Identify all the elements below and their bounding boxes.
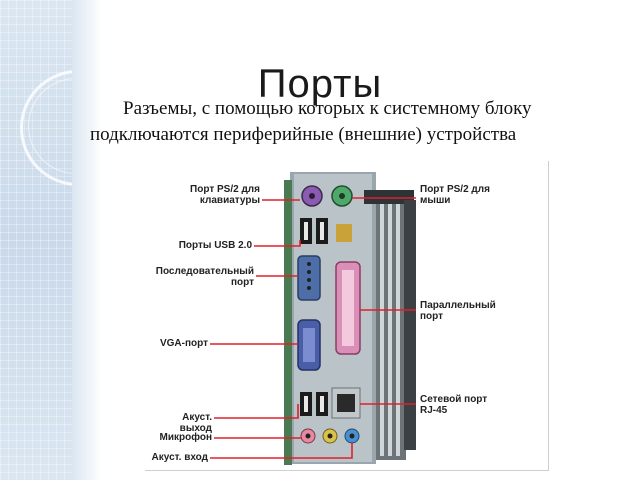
leader-lines	[210, 197, 416, 459]
ports-figure: Порт PS/2 для клавиатуры Порт PS/2 для м…	[144, 160, 548, 470]
decorative-fade	[72, 0, 102, 480]
decorative-side-strip	[0, 0, 72, 480]
label-serial: Последовательный порт	[155, 266, 254, 288]
capacitor	[336, 224, 352, 242]
slide-subtitle: Разъемы, с помощью которых к системному …	[90, 96, 610, 148]
label-ps2-mouse: Порт PS/2 для мыши	[420, 184, 490, 206]
label-vga: VGA-порт	[159, 338, 208, 349]
heatsink	[364, 190, 416, 460]
subtitle-line-1: Разъемы, с помощью которых к системному …	[123, 98, 532, 119]
label-usb: Порты USB 2.0	[178, 240, 252, 251]
label-microphone: Микрофон	[159, 432, 212, 443]
vga-port	[297, 319, 321, 371]
slide-title: Порты	[257, 62, 383, 106]
usb-ports	[300, 218, 328, 244]
serial-port	[297, 255, 321, 301]
subtitle-line-2: подключаются периферийные (внешние) устр…	[90, 124, 517, 145]
parallel-port	[335, 261, 361, 355]
label-parallel: Параллельный порт	[420, 300, 496, 322]
label-ps2-keyboard: Порт PS/2 для клавиатуры	[190, 184, 260, 206]
label-audio-out: Акуст. выход	[179, 412, 212, 434]
label-network: Сетевой порт RJ-45	[420, 394, 488, 416]
usb-ports-lower	[300, 392, 328, 416]
pcb-edge	[284, 180, 292, 465]
network-port	[331, 387, 361, 419]
label-audio-in: Акуст. вход	[151, 452, 208, 463]
motherboard-io-illustration	[210, 172, 416, 465]
